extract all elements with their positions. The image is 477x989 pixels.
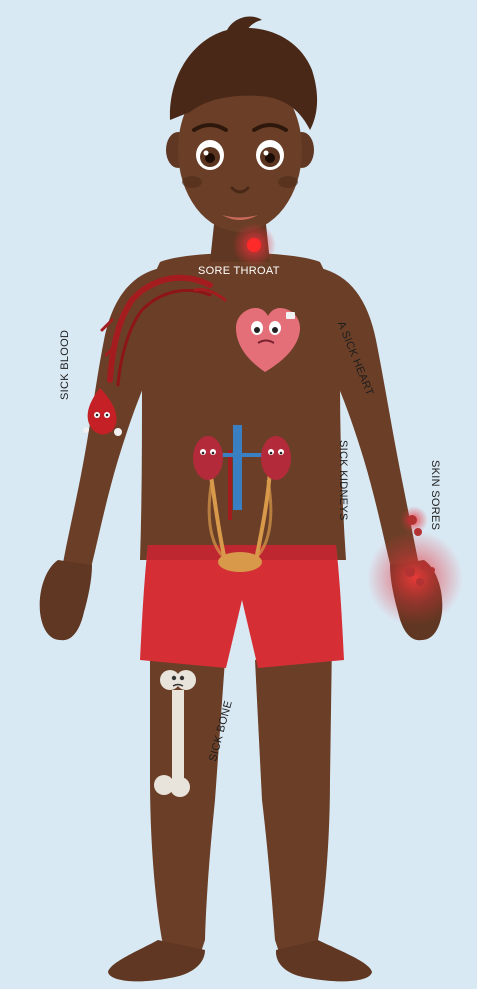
legs — [108, 640, 372, 981]
right-leg — [255, 640, 332, 962]
sore-throat-spot — [232, 223, 276, 267]
label-sick-blood: SICK BLOOD — [60, 330, 71, 400]
head — [166, 16, 317, 232]
left-cheek-mark — [182, 176, 202, 188]
label-skin-sores: SKIN SORES — [429, 460, 440, 530]
left-kidney — [193, 436, 223, 480]
label-sore-throat: SORE THROAT — [198, 266, 280, 277]
left-eye-shine — [204, 151, 209, 156]
bladder — [218, 552, 262, 572]
torso — [140, 253, 346, 560]
vena-cava — [228, 450, 232, 520]
label-sick-kidneys: SICK KIDNEYS — [337, 440, 348, 521]
left-hand — [40, 560, 92, 640]
right-cheek-mark — [278, 176, 298, 188]
aorta — [233, 425, 242, 510]
right-eye-shine — [264, 151, 269, 156]
right-kidney — [261, 436, 291, 480]
